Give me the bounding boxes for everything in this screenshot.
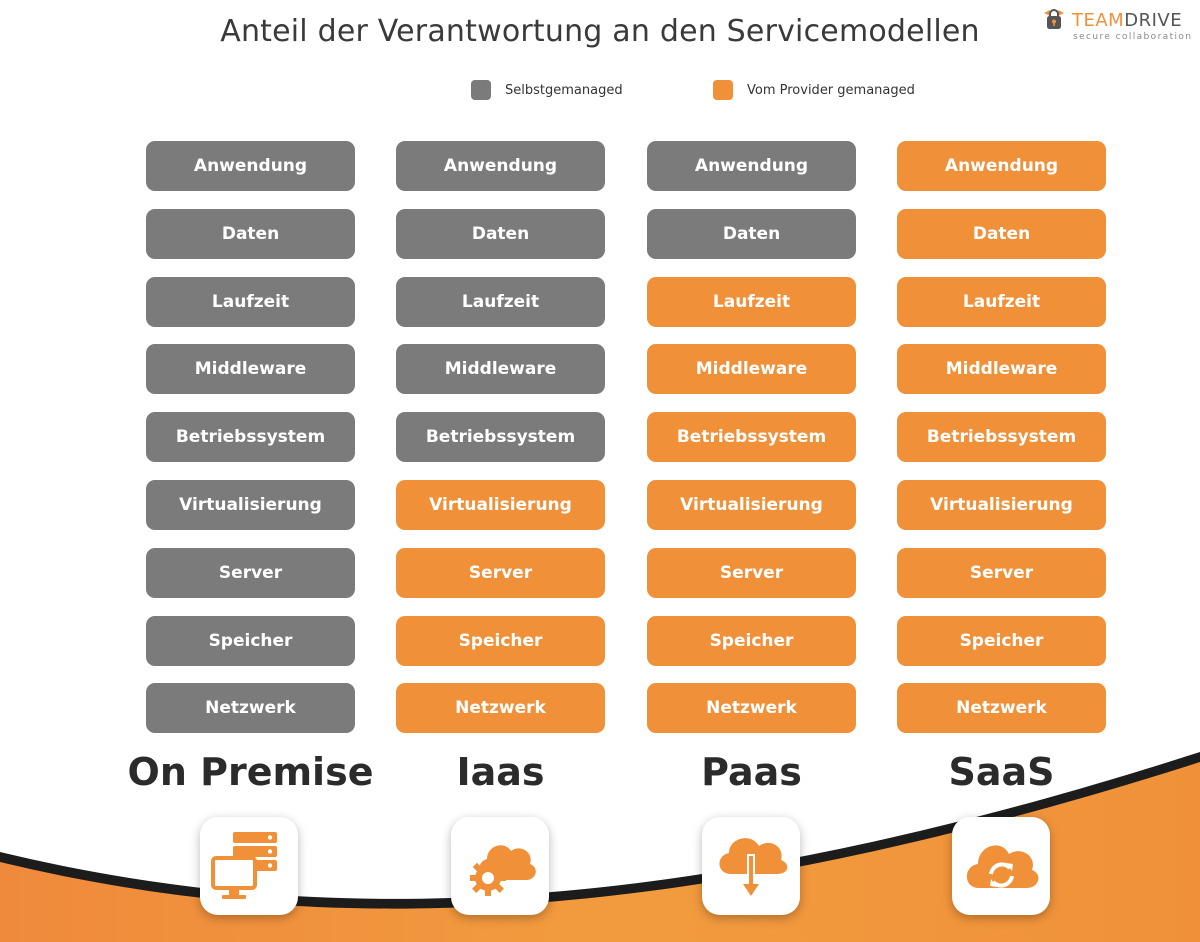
- legend-swatch-provider-managed: [713, 80, 733, 100]
- layer-anwendung: Anwendung: [647, 141, 856, 191]
- layer-middleware: Middleware: [396, 344, 605, 395]
- cloud-gear-icon: [470, 845, 536, 896]
- layer-daten: Daten: [897, 208, 1106, 259]
- layer-middleware: Middleware: [146, 344, 355, 395]
- server-monitor-icon: [211, 832, 277, 899]
- cloud-download-icon: [719, 838, 788, 896]
- layer-virtualisierung: Virtualisierung: [897, 480, 1106, 530]
- model-label: Paas: [701, 750, 802, 794]
- logo-tagline: secure collaboration: [1073, 32, 1193, 42]
- legend-label: Vom Provider gemanaged: [747, 82, 915, 98]
- legend-item-provider-managed: Vom Provider gemanaged: [713, 80, 915, 100]
- layer-betriebssystem: Betriebssystem: [647, 412, 856, 463]
- model-icon-tile: [702, 817, 800, 915]
- layer-server: Server: [146, 547, 355, 598]
- layer-virtualisierung: Virtualisierung: [396, 480, 605, 530]
- layer-virtualisierung: Virtualisierung: [647, 480, 856, 530]
- layer-middleware: Middleware: [897, 344, 1106, 395]
- cloud-sync-icon: [966, 845, 1039, 888]
- layer-betriebssystem: Betriebssystem: [396, 412, 605, 463]
- layer-laufzeit: Laufzeit: [647, 276, 856, 327]
- layer-middleware: Middleware: [647, 344, 856, 395]
- layer-speicher: Speicher: [897, 615, 1106, 666]
- model-icon-tile: [200, 817, 298, 915]
- layer-server: Server: [396, 547, 605, 598]
- layer-virtualisierung: Virtualisierung: [146, 480, 355, 530]
- layer-netzwerk: Netzwerk: [146, 683, 355, 734]
- model-label: Iaas: [456, 750, 545, 794]
- model-label: SaaS: [948, 750, 1055, 794]
- layer-netzwerk: Netzwerk: [647, 683, 856, 734]
- model-label: On Premise: [127, 750, 374, 794]
- layer-daten: Daten: [146, 208, 355, 259]
- layer-speicher: Speicher: [396, 615, 605, 666]
- layer-anwendung: Anwendung: [897, 141, 1106, 191]
- layer-anwendung: Anwendung: [146, 141, 355, 191]
- layer-netzwerk: Netzwerk: [396, 683, 605, 734]
- layer-anwendung: Anwendung: [396, 141, 605, 191]
- layer-laufzeit: Laufzeit: [396, 276, 605, 327]
- teamdrive-logo: TEAMDRIVE secure collaboration: [1042, 8, 1198, 42]
- layer-speicher: Speicher: [146, 615, 355, 666]
- layer-laufzeit: Laufzeit: [897, 276, 1106, 327]
- layer-netzwerk: Netzwerk: [897, 683, 1106, 734]
- logo-wordmark: TEAMDRIVE: [1072, 10, 1183, 31]
- legend-swatch-self-managed: [471, 80, 491, 100]
- legend-item-self-managed: Selbstgemanaged: [471, 80, 623, 100]
- layer-server: Server: [647, 547, 856, 598]
- lock-key-icon: [1044, 9, 1064, 29]
- layer-daten: Daten: [396, 208, 605, 259]
- model-icon-tile: [952, 817, 1050, 915]
- model-icon-tile: [451, 817, 549, 915]
- layer-server: Server: [897, 547, 1106, 598]
- layer-daten: Daten: [647, 208, 856, 259]
- layer-laufzeit: Laufzeit: [146, 276, 355, 327]
- layer-betriebssystem: Betriebssystem: [897, 412, 1106, 463]
- layer-betriebssystem: Betriebssystem: [146, 412, 355, 463]
- legend-label: Selbstgemanaged: [505, 82, 623, 98]
- layer-speicher: Speicher: [647, 615, 856, 666]
- page-title: Anteil der Verantwortung an den Servicem…: [220, 14, 980, 49]
